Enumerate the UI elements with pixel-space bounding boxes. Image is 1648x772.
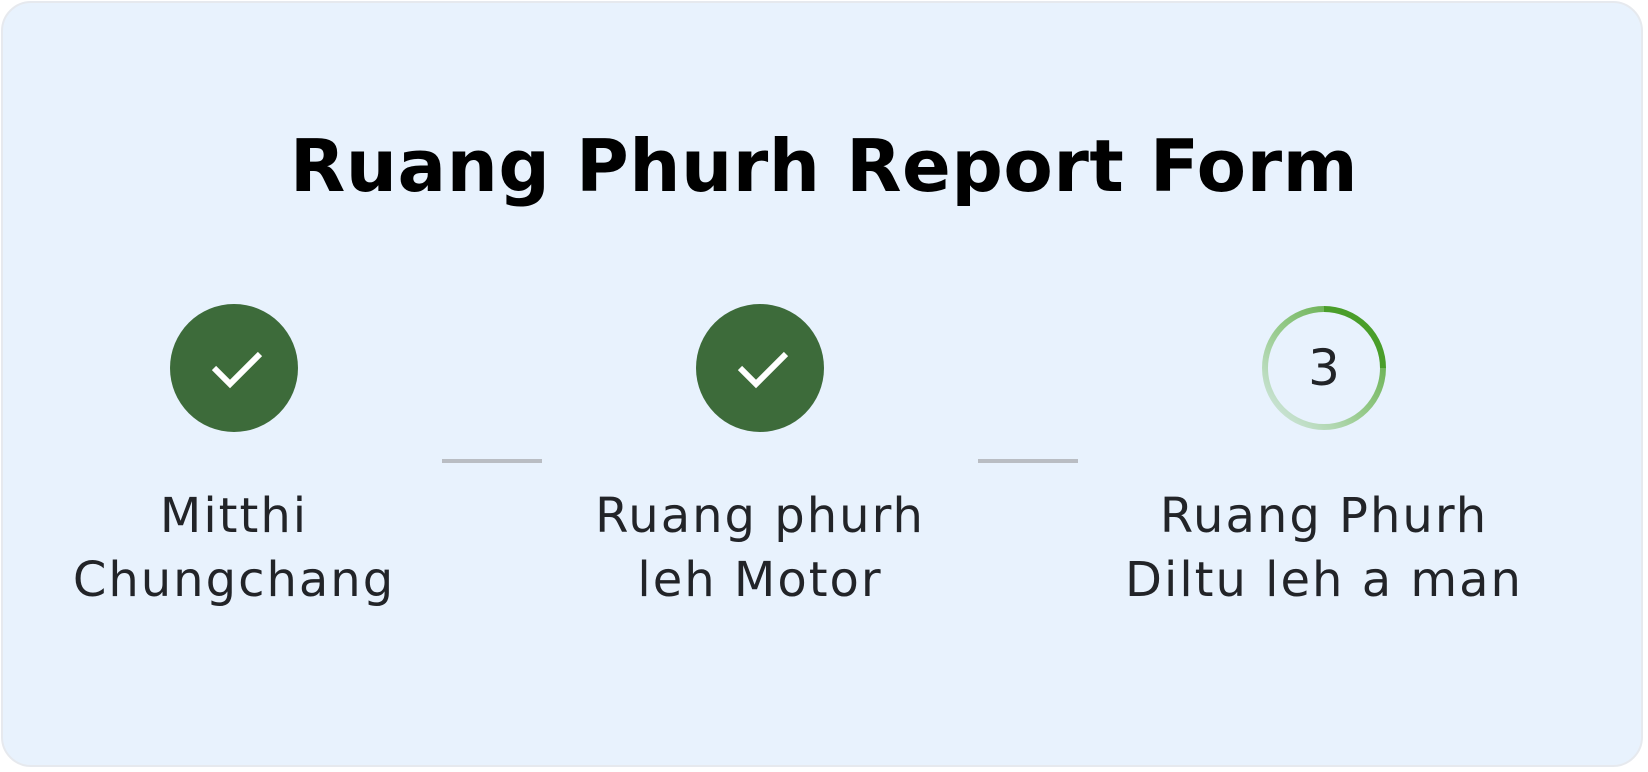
step-2-label-line2: leh Motor bbox=[637, 552, 883, 608]
page-title: Ruang Phurh Report Form bbox=[289, 124, 1359, 208]
step-1-label-line2: Chungchang bbox=[72, 552, 396, 608]
step-3-label: Ruang Phurh Diltu leh a man bbox=[1114, 484, 1534, 612]
progress-ring-icon bbox=[1262, 306, 1386, 430]
step-1-indicator[interactable] bbox=[170, 304, 298, 432]
step-2-indicator[interactable] bbox=[696, 304, 824, 432]
check-icon bbox=[737, 351, 789, 389]
step-3-label-line2: Diltu leh a man bbox=[1125, 552, 1523, 608]
step-3-label-line1: Ruang Phurh bbox=[1159, 488, 1489, 544]
step-2-label: Ruang phurh leh Motor bbox=[550, 484, 970, 612]
step-2-label-line1: Ruang phurh bbox=[595, 488, 925, 544]
step-1-label: Mitthi Chungchang bbox=[24, 484, 444, 612]
step-3-number: 3 bbox=[1308, 339, 1340, 397]
step-1-label-line1: Mitthi bbox=[159, 488, 309, 544]
step-connector-2 bbox=[978, 459, 1078, 463]
step-3-indicator[interactable]: 3 bbox=[1260, 304, 1388, 432]
check-icon bbox=[211, 351, 263, 389]
step-connector-1 bbox=[442, 459, 542, 463]
